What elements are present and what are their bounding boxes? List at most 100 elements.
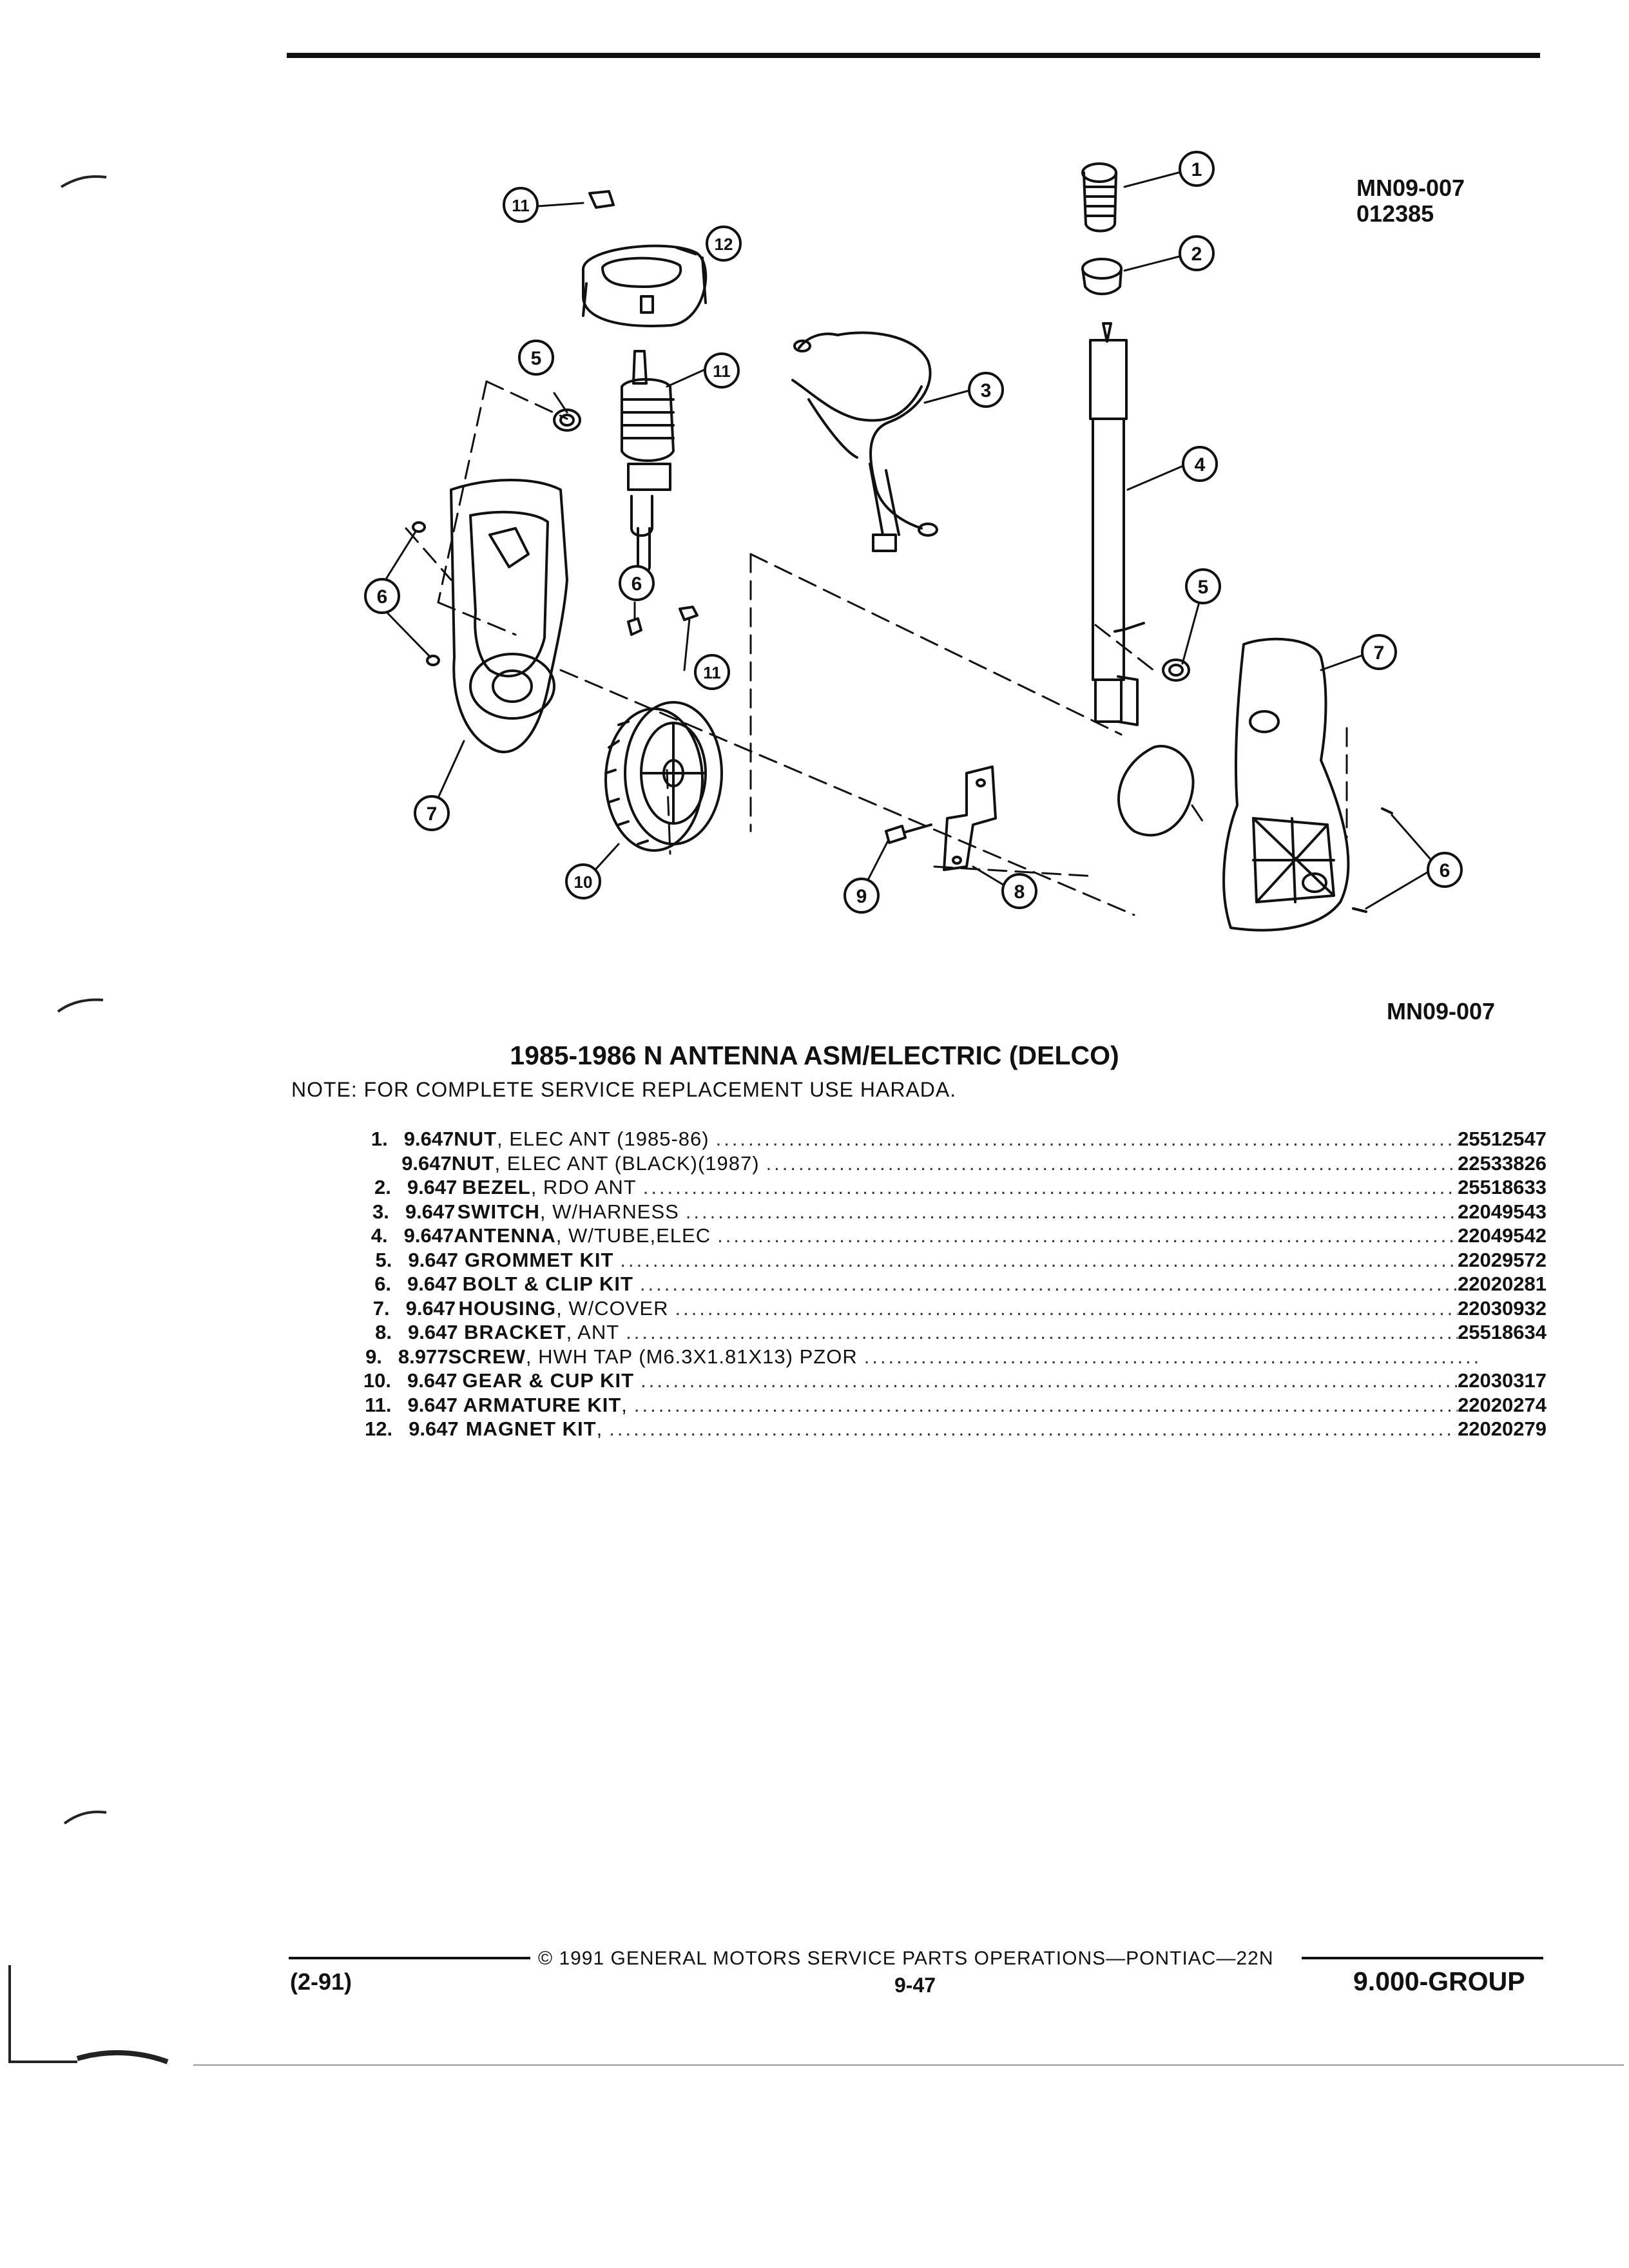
part-description: BRACKET, ANT xyxy=(464,1320,619,1345)
part-detail: , ANT xyxy=(566,1321,620,1343)
bolt-clip-parts xyxy=(412,521,1393,913)
part-group: 9.647 xyxy=(407,1369,458,1392)
part-description: GEAR & CUP KIT xyxy=(462,1369,634,1393)
parts-row: 9.647 NUT, ELEC ANT (BLACK)(1987) ......… xyxy=(354,1151,1547,1176)
part-group: 9.647 xyxy=(405,1200,456,1223)
callout-3: 3 xyxy=(981,380,992,401)
part-catalog-number: 25512547 xyxy=(1458,1128,1547,1150)
part-catalog-number: 22030317 xyxy=(1458,1369,1547,1392)
parts-row: 11. 9.647 ARMATURE KIT, ................… xyxy=(354,1393,1547,1418)
part-number-index: 5. xyxy=(375,1248,392,1271)
callout-11-armature: 11 xyxy=(713,361,731,381)
part-name: NUT xyxy=(454,1128,497,1150)
leader-dots: ........................................… xyxy=(626,1321,1458,1343)
antenna-mast-part xyxy=(1089,322,1139,726)
exploded-parts-diagram: 1 2 3 4 5 5 6 6 6 7 7 8 9 10 11 11 11 12 xyxy=(364,151,1463,932)
bracket-part xyxy=(943,765,997,871)
part-detail: , W/COVER xyxy=(556,1296,669,1320)
part-description: HOUSING, W/COVER xyxy=(458,1296,668,1321)
part-description: ARMATURE KIT, xyxy=(463,1393,628,1418)
parts-row: 7. 9.647 HOUSING, W/COVER ..............… xyxy=(354,1296,1547,1321)
parts-row: 9. 8.977 SCREW, HWH TAP (M6.3X1.81X13) P… xyxy=(354,1345,1547,1369)
footer-rule-right xyxy=(1302,1957,1543,1959)
part-detail: , HWH TAP (M6.3X1.81X13) PZOR xyxy=(525,1345,858,1368)
armature-part xyxy=(621,350,675,576)
page-title: 1985-1986 N ANTENNA ASM/ELECTRIC (DELCO) xyxy=(510,1041,1119,1070)
part-detail: , ELEC ANT (BLACK)(1987) xyxy=(494,1151,760,1175)
part-group: 9.647 xyxy=(407,1273,458,1295)
diagram-date-code: 012385 xyxy=(1356,200,1434,227)
leader-dots: ........................................… xyxy=(642,1176,1458,1198)
part-number-index: 4. xyxy=(371,1224,388,1247)
part-name: GEAR & CUP KIT xyxy=(462,1369,635,1392)
part-number-index: 2. xyxy=(374,1176,391,1198)
part-number-index: 9. xyxy=(365,1345,382,1368)
parts-row: 6. 9.647 BOLT & CLIP KIT ...............… xyxy=(354,1272,1547,1296)
leader-dots: ........................................… xyxy=(641,1369,1458,1392)
part-name: BRACKET xyxy=(464,1321,566,1343)
footer-copyright: © 1991 GENERAL MOTORS SERVICE PARTS OPER… xyxy=(538,1948,1274,1969)
gear-part xyxy=(604,701,723,852)
part-number-index: 12. xyxy=(364,1418,393,1440)
part-number-index: 8. xyxy=(375,1321,392,1343)
screw-part xyxy=(885,823,932,844)
bezel-part xyxy=(1081,258,1123,296)
part-group: 9.647 xyxy=(407,1393,458,1416)
part-catalog-number: 22049543 xyxy=(1458,1200,1547,1223)
part-group: 9.647 xyxy=(407,1176,458,1198)
footer-revision-date: (2-91) xyxy=(290,1968,352,1995)
part-description: SWITCH, W/HARNESS xyxy=(458,1200,679,1224)
part-number-index: 6. xyxy=(374,1273,392,1295)
parts-row: 1. 9.647 NUT, ELEC ANT (1985-86) .......… xyxy=(354,1127,1547,1151)
part-description: NUT, ELEC ANT (1985-86) xyxy=(454,1127,709,1151)
part-detail: , xyxy=(621,1393,628,1416)
part-number-index: 1. xyxy=(371,1128,388,1150)
leader-dots: ........................................… xyxy=(633,1393,1458,1416)
callout-6-right: 6 xyxy=(1440,860,1451,881)
part-detail: , ELEC ANT (1985-86) xyxy=(497,1128,709,1150)
antenna-cable-loop xyxy=(1117,745,1195,837)
leader-dots: ........................................… xyxy=(863,1345,1481,1368)
footer-group: 9.000-GROUP xyxy=(1353,1966,1525,1996)
part-detail: , RDO ANT xyxy=(530,1176,637,1198)
part-group: 9.647 xyxy=(408,1248,458,1271)
part-catalog-number: 22030932 xyxy=(1458,1296,1547,1320)
service-note: NOTE: FOR COMPLETE SERVICE REPLACEMENT U… xyxy=(291,1078,957,1101)
parts-list: 1. 9.647 NUT, ELEC ANT (1985-86) .......… xyxy=(354,1127,1547,1441)
leader-dots: ........................................… xyxy=(675,1296,1458,1320)
callout-7-right: 7 xyxy=(1374,642,1385,664)
leader-dots: ........................................… xyxy=(717,1224,1458,1247)
callout-6-middle: 6 xyxy=(631,573,642,595)
part-description: BOLT & CLIP KIT xyxy=(463,1272,633,1296)
part-number-index: 7. xyxy=(372,1296,390,1320)
leader-dots: ........................................… xyxy=(685,1200,1458,1223)
callout-12: 12 xyxy=(715,235,733,254)
part-catalog-number: 22020274 xyxy=(1458,1393,1547,1416)
leader-dots: ........................................… xyxy=(766,1151,1458,1175)
parts-row: 2. 9.647 BEZEL, RDO ANT ................… xyxy=(354,1175,1547,1200)
leader-dots: ........................................… xyxy=(715,1128,1458,1150)
parts-row: 10. 9.647 GEAR & CUP KIT ...............… xyxy=(354,1369,1547,1393)
part-group: 8.977 xyxy=(398,1345,448,1368)
part-description: BEZEL, RDO ANT xyxy=(462,1175,637,1200)
part-description: SCREW, HWH TAP (M6.3X1.81X13) PZOR xyxy=(448,1345,858,1369)
part-detail: , xyxy=(596,1418,603,1440)
part-name: BOLT & CLIP KIT xyxy=(462,1273,633,1295)
leader-dots: ........................................… xyxy=(620,1248,1458,1271)
part-description: NUT, ELEC ANT (BLACK)(1987) xyxy=(452,1151,760,1176)
parts-row: 8. 9.647 BRACKET, ANT ..................… xyxy=(354,1320,1547,1345)
callout-9: 9 xyxy=(856,886,867,907)
leader-dots: ........................................… xyxy=(609,1418,1456,1440)
callout-6-left: 6 xyxy=(377,586,388,608)
callout-8: 8 xyxy=(1014,881,1025,903)
part-number-index: 3. xyxy=(372,1200,389,1223)
callout-2: 2 xyxy=(1191,244,1202,265)
part-catalog-number: 22533826 xyxy=(1458,1151,1547,1175)
part-name: GROMMET KIT xyxy=(464,1248,614,1271)
grommet-part xyxy=(553,408,1190,682)
part-detail: , W/TUBE,ELEC xyxy=(555,1224,711,1247)
part-group: 9.647 xyxy=(403,1128,454,1150)
part-group: 9.647 xyxy=(401,1151,452,1175)
part-name: SWITCH xyxy=(457,1200,540,1223)
